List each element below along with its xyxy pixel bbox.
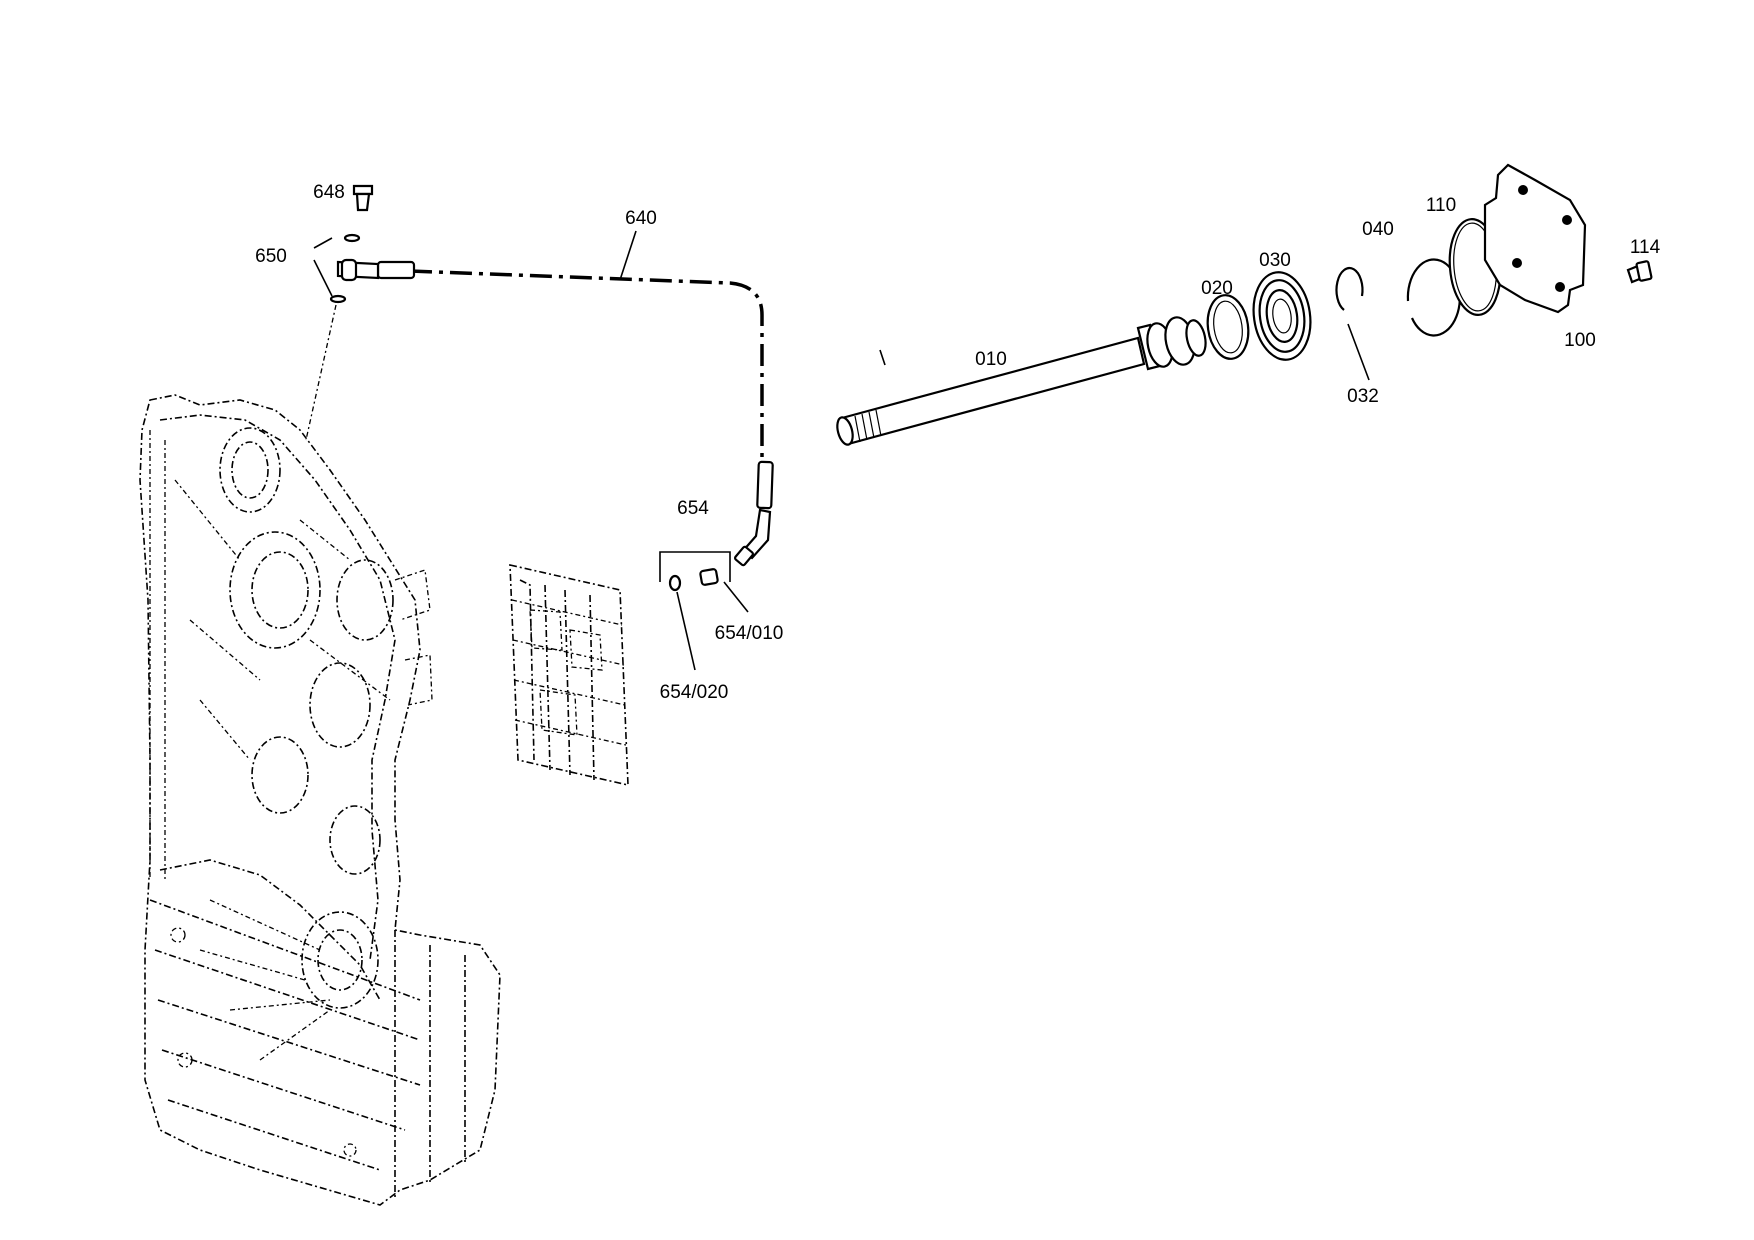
leader-650 — [313, 237, 333, 297]
label-650: 650 — [255, 246, 287, 267]
cover-100 — [1483, 163, 1587, 314]
ring-020 — [1206, 294, 1250, 360]
label-100: 100 — [1564, 330, 1596, 351]
valve-block — [509, 563, 629, 787]
label-654-020: 654/020 — [660, 682, 729, 703]
oil-pipe-640 — [336, 258, 774, 567]
label-040: 040 — [1362, 219, 1394, 240]
bearing-030 — [1252, 271, 1312, 361]
transmission-housing — [139, 394, 501, 1206]
leader-640 — [619, 230, 637, 281]
screw-648 — [352, 184, 374, 212]
label-020: 020 — [1201, 278, 1233, 299]
seal-654-020 — [668, 574, 682, 592]
fitting-654 — [659, 551, 749, 671]
label-114: 114 — [1630, 237, 1661, 258]
assembly-line-650 — [305, 304, 337, 441]
seal-ring-650-upper — [343, 233, 361, 243]
label-030: 030 — [1259, 250, 1291, 271]
label-654: 654 — [677, 498, 709, 519]
screw-114 — [1626, 260, 1653, 284]
label-640: 640 — [625, 208, 657, 229]
label-010: 010 — [975, 349, 1007, 370]
shaft-010 — [836, 316, 1207, 446]
label-110: 110 — [1426, 195, 1456, 216]
snap-ring-032 — [1335, 267, 1364, 311]
union-654-010 — [699, 568, 719, 586]
label-648: 648 — [313, 182, 345, 203]
label-032: 032 — [1347, 386, 1379, 407]
label-654-010: 654/010 — [715, 623, 784, 644]
seal-ring-650-lower — [329, 294, 347, 304]
